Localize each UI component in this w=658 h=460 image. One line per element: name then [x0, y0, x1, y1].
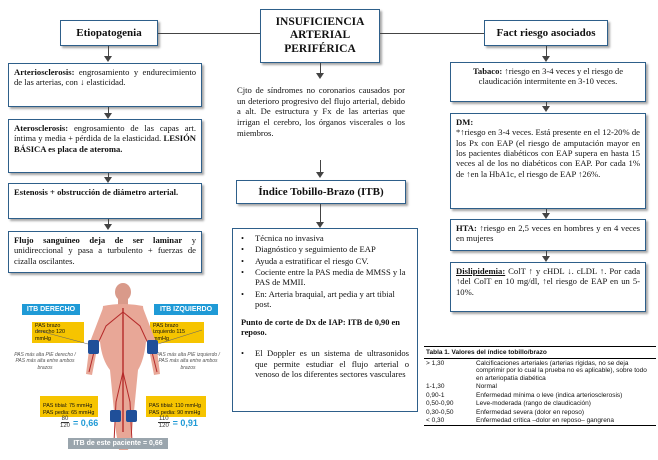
bullet-item: Ayuda a estratificar el riesgo CV.: [241, 256, 409, 267]
hta-box: HTA: ↑riesgo en 2,5 veces en hombres y e…: [450, 219, 646, 251]
note-left: PAS más alta PIE derecho / PAS más alta …: [14, 352, 76, 371]
itb-bullet-list: Técnica no invasiva Diagnóstico y seguim…: [233, 229, 417, 309]
itb-figure: ITB DERECHO ITB IZQUIERDO PAS brazo dere…: [6, 282, 230, 454]
doppler-text: El Doppler es un sistema de ultrasonidos…: [241, 348, 409, 379]
arrow-line: [546, 209, 547, 215]
dm-box: DM: *↑riesgo en 3-4 veces. Está presente…: [450, 113, 646, 209]
connector-line: [158, 33, 260, 34]
aterosclerosis-box: Aterosclerosis: engrosamiento de las cap…: [8, 119, 202, 173]
pas-pie-izquierdo: PAS tibial: 110 mmHg PAS pedia: 90 mmHg: [146, 396, 206, 418]
arteriosclerosis-box: Arteriosclerosis: engrosamiento y endure…: [8, 63, 202, 107]
fraction-right: 110 120 = 0,91: [158, 416, 198, 429]
etiopatogenia-header: Etiopatogenia: [60, 20, 158, 46]
dislipidemia-box: Dislipidemia: ColT ↑ y cHDL ↓. cLDL ↑. P…: [450, 262, 646, 312]
arrow-line: [108, 46, 109, 58]
arrow-line: [546, 102, 547, 108]
pas-pie-derecho: PAS tibial: 75 mmHg PAS pedia: 65 mmHg: [40, 396, 98, 418]
bullet-item: Cociente entre la PAS media de MMSS y la…: [241, 267, 409, 288]
table-caption: Tabla 1. Valores del índice tobillo/braz…: [424, 345, 656, 360]
doppler-list: El Doppler es un sistema de ultrasonidos…: [233, 338, 417, 379]
arrow-head: [316, 222, 324, 228]
itb-values-table: Tabla 1. Valores del índice tobillo/braz…: [424, 345, 656, 446]
itb-details-box: Técnica no invasiva Diagnóstico y seguim…: [232, 228, 418, 412]
arrow-line: [108, 219, 109, 226]
arrow-line: [108, 107, 109, 115]
arrow-line: [320, 160, 321, 174]
arrow-head: [542, 213, 550, 219]
note-right: PAS más alta PIE izquierdo / PAS más alt…: [156, 352, 220, 371]
arrow-head: [104, 224, 112, 230]
definition-box: Cjto de síndromes no coronarios causados…: [232, 82, 410, 156]
arrow-head: [316, 172, 324, 178]
arrow-head: [542, 256, 550, 262]
fraction-left: 80 120 = 0,66: [60, 416, 99, 429]
arrow-head: [104, 56, 112, 62]
arrow-head: [542, 106, 550, 112]
estenosis-box: Estenosis + obstrucción de diámetro arte…: [8, 183, 202, 219]
arrow-line: [320, 204, 321, 224]
connector-line: [380, 33, 484, 34]
arrow-head: [104, 177, 112, 183]
bullet-item: Técnica no invasiva: [241, 233, 409, 244]
fact-riesgo-header: Fact riesgo asociados: [484, 20, 608, 46]
arrow-line: [320, 63, 321, 75]
arrow-head: [542, 56, 550, 62]
itb-result: ITB de este paciente = 0,66: [68, 438, 168, 449]
arrow-head: [316, 73, 324, 79]
bullet-item: Diagnóstico y seguimiento de EAP: [241, 244, 409, 255]
itb-derecho-header: ITB DERECHO: [22, 304, 80, 315]
cutoff-text: Punto de corte de Dx de IAP: ITB de 0,90…: [241, 318, 400, 338]
center-title: INSUFICIENCIA ARTERIAL PERIFÉRICA: [260, 9, 380, 63]
pas-brazo-izquierdo: PAS brazo izquierdo 115 mmHg: [150, 322, 204, 344]
itb-header: Índice Tobillo-Brazo (ITB): [236, 180, 406, 204]
itb-izquierdo-header: ITB IZQUIERDO: [154, 304, 218, 315]
arrow-head: [104, 113, 112, 119]
pas-brazo-derecho: PAS brazo derecho 120 mmHg: [32, 322, 84, 344]
arrow-line: [108, 173, 109, 179]
arrow-line: [546, 251, 547, 258]
bullet-item: En: Arteria braquial, art pedia y art ti…: [241, 289, 409, 310]
arrow-line: [546, 46, 547, 58]
body-silhouette-icon: [35, 283, 203, 450]
flujo-box: Flujo sanguíneo deja de ser laminar y un…: [8, 231, 202, 273]
tabaco-box: Tabaco: ↑riesgo en 3-4 veces y el riesgo…: [450, 62, 646, 102]
